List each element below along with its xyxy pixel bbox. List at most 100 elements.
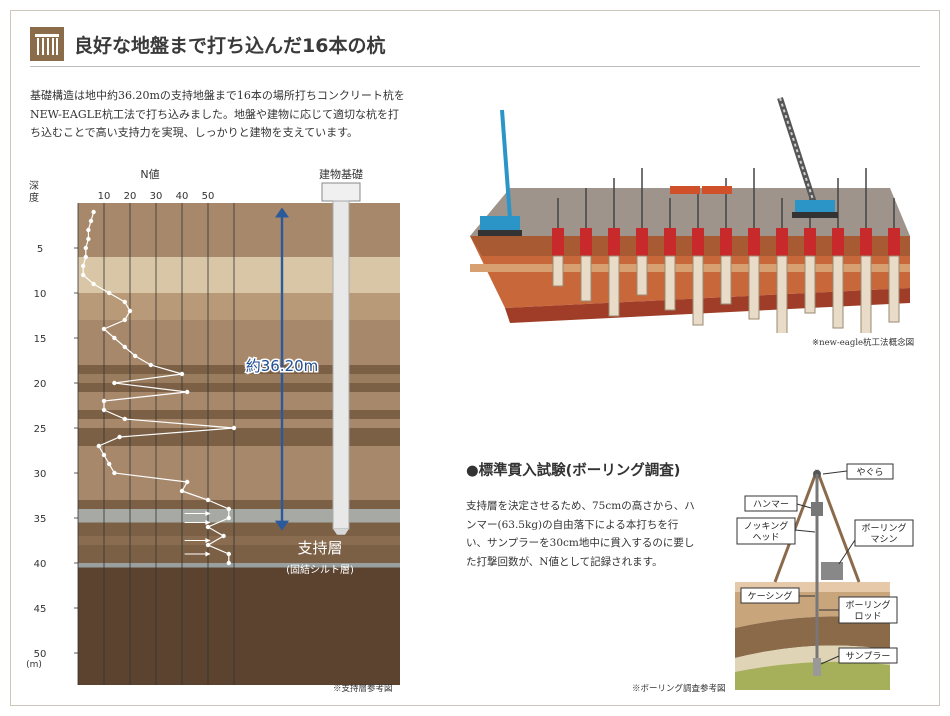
soil-layer-2 xyxy=(78,293,400,320)
svg-text:ノッキング: ノッキング xyxy=(744,520,789,532)
bearing-arrow-head-1 xyxy=(205,520,211,525)
pile-body-4 xyxy=(664,255,676,311)
label-sampler: サンプラー xyxy=(820,647,898,665)
pile-body-5 xyxy=(692,255,704,326)
n-value-point xyxy=(226,551,231,557)
soil-layer-18 xyxy=(78,567,400,685)
n-value-point xyxy=(179,371,185,377)
svg-text:ボーリング: ボーリング xyxy=(845,599,890,611)
n-value-point xyxy=(83,245,88,251)
pile-body-9 xyxy=(804,255,816,314)
label-yagura: やぐら xyxy=(822,463,894,480)
pile-body-8 xyxy=(776,255,788,333)
boring-caption: ※ボーリング調査参考図 xyxy=(632,684,726,694)
pile-casing-2 xyxy=(608,228,620,256)
n-value-series xyxy=(81,209,237,566)
soil-layer-1 xyxy=(78,257,400,293)
soil-layers xyxy=(78,203,400,685)
boring-section-title: ●標準貫入試験(ボーリング調査) xyxy=(466,463,681,479)
pile-casing-11 xyxy=(860,228,872,256)
chart-caption: ※支持層参考図 xyxy=(333,684,393,694)
n-value-point xyxy=(205,524,211,530)
sampler-tip xyxy=(813,658,821,676)
pile-casing-5 xyxy=(692,228,704,256)
depth-tick-35: 35 xyxy=(34,514,47,525)
n-value-axis-label: N値 xyxy=(140,168,159,181)
n-value-point xyxy=(122,416,128,422)
n-value-point xyxy=(112,335,117,341)
page-frame xyxy=(10,10,940,706)
svg-text:ケーシング: ケーシング xyxy=(748,590,793,602)
pile-body-2 xyxy=(608,255,620,317)
n-value-point xyxy=(86,227,91,233)
n-value-point xyxy=(101,326,107,332)
soil-band-2 xyxy=(735,616,890,658)
bearing-arrow-head-3 xyxy=(205,551,211,557)
new-eagle-illustration xyxy=(470,97,910,333)
pile-row xyxy=(552,168,900,333)
soil-layer-6 xyxy=(78,383,400,392)
title-divider xyxy=(30,66,920,67)
n-value-point xyxy=(205,542,211,548)
n-value-point xyxy=(107,290,112,296)
pile-shaft xyxy=(332,200,350,530)
label-hammer: ハンマー xyxy=(744,495,812,512)
depth-arrow-head-top xyxy=(275,207,289,218)
pile-icon xyxy=(30,27,64,61)
n-value-point xyxy=(179,488,185,494)
depth-tick-45: 45 xyxy=(34,604,47,615)
page-header: 良好な地盤まで打ち込んだ16本の杭 xyxy=(30,26,385,62)
pile-body-10 xyxy=(832,255,844,329)
depth-tick-20: 20 xyxy=(34,379,47,390)
depth-tick-10: 10 xyxy=(34,289,47,300)
soil-layer-12 xyxy=(78,500,400,509)
n-value-point xyxy=(91,209,96,215)
derrick-frame xyxy=(773,469,861,583)
bearing-arrow-head-2 xyxy=(205,538,211,543)
n-value-point xyxy=(81,272,86,278)
n-value-point xyxy=(101,452,107,458)
boring-rig-diagram: やぐら ハンマー ノッキング ヘッド ボーリング マシン ケーシング ボーリング… xyxy=(735,463,914,690)
boring-machine xyxy=(821,562,843,580)
n-value-point xyxy=(83,254,88,260)
pile-casing-10 xyxy=(832,228,844,256)
svg-text:ハンマー: ハンマー xyxy=(753,500,789,510)
eagle-caption: ※new-eagle杭工法概念図 xyxy=(812,338,915,348)
soil-layer-11 xyxy=(78,446,400,500)
depth-tick-30: 30 xyxy=(34,469,47,480)
depth-tick-40: 40 xyxy=(34,559,47,570)
n-value-point xyxy=(226,560,231,566)
site-soil-band xyxy=(470,264,910,272)
n-value-point xyxy=(112,380,117,386)
svg-text:マシン: マシン xyxy=(870,535,897,545)
n-value-point xyxy=(133,353,138,359)
svg-text:ヘッド: ヘッド xyxy=(752,533,779,543)
depth-unit-label: (m) xyxy=(26,660,42,670)
crane-left xyxy=(478,109,522,236)
depth-arrow-head-bottom xyxy=(275,520,289,531)
n-value-point xyxy=(226,506,231,512)
n-value-point xyxy=(122,299,128,305)
svg-text:ロッド: ロッド xyxy=(854,612,881,622)
soil-layer-4 xyxy=(78,365,400,374)
pile-body-0 xyxy=(552,255,564,287)
soil-layer-0 xyxy=(78,203,400,257)
page-title: 良好な地盤まで打ち込んだ16本の杭 xyxy=(74,34,386,57)
pile-body-11 xyxy=(860,255,872,333)
pile xyxy=(321,182,361,535)
svg-text:ボーリング: ボーリング xyxy=(861,522,906,534)
soil-layer-15 xyxy=(78,536,400,545)
n-value-point xyxy=(231,425,237,431)
pipe-stack xyxy=(670,186,732,194)
soil-layer-7 xyxy=(78,392,400,410)
n-tick-10: 10 xyxy=(98,191,111,202)
n-tick-30: 30 xyxy=(150,191,163,202)
n-value-grid xyxy=(77,203,235,685)
svg-text:サンプラー: サンプラー xyxy=(846,651,891,662)
n-value-point xyxy=(148,362,153,368)
pile-casing-4 xyxy=(664,228,676,256)
soil-band-4 xyxy=(735,661,890,690)
soil-layer-10 xyxy=(78,428,400,446)
